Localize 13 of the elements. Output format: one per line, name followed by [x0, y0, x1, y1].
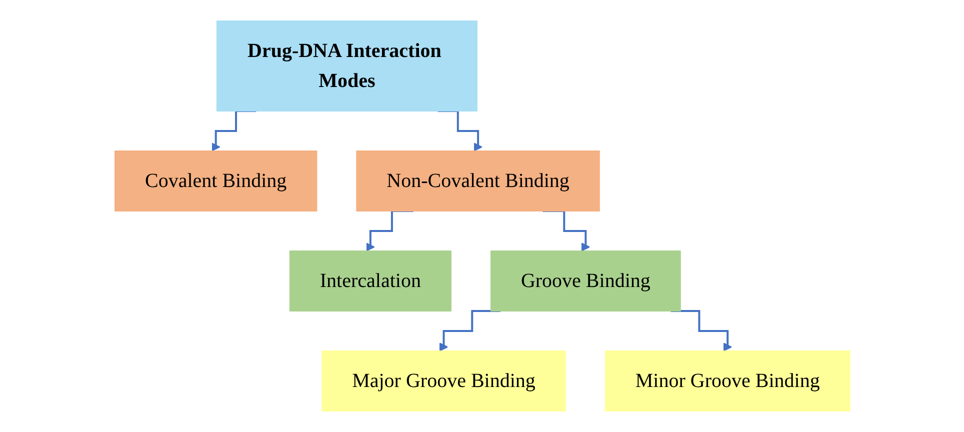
- node-box: Groove Binding: [490, 250, 680, 312]
- arrow: [670, 310, 732, 352]
- arrow: [366, 210, 414, 252]
- node-box: Major Groove Binding: [321, 350, 566, 412]
- node-box: Non-Covalent Binding: [356, 150, 600, 212]
- node-box: Covalent Binding: [114, 150, 317, 212]
- arrow: [211, 110, 256, 152]
- node-box: Drug-DNA Interaction Modes: [216, 20, 478, 112]
- arrow: [437, 110, 482, 152]
- arrow: [438, 310, 500, 352]
- arrow: [542, 210, 590, 252]
- node-box: Intercalation: [288, 250, 452, 312]
- node-box: Minor Groove Binding: [604, 350, 850, 412]
